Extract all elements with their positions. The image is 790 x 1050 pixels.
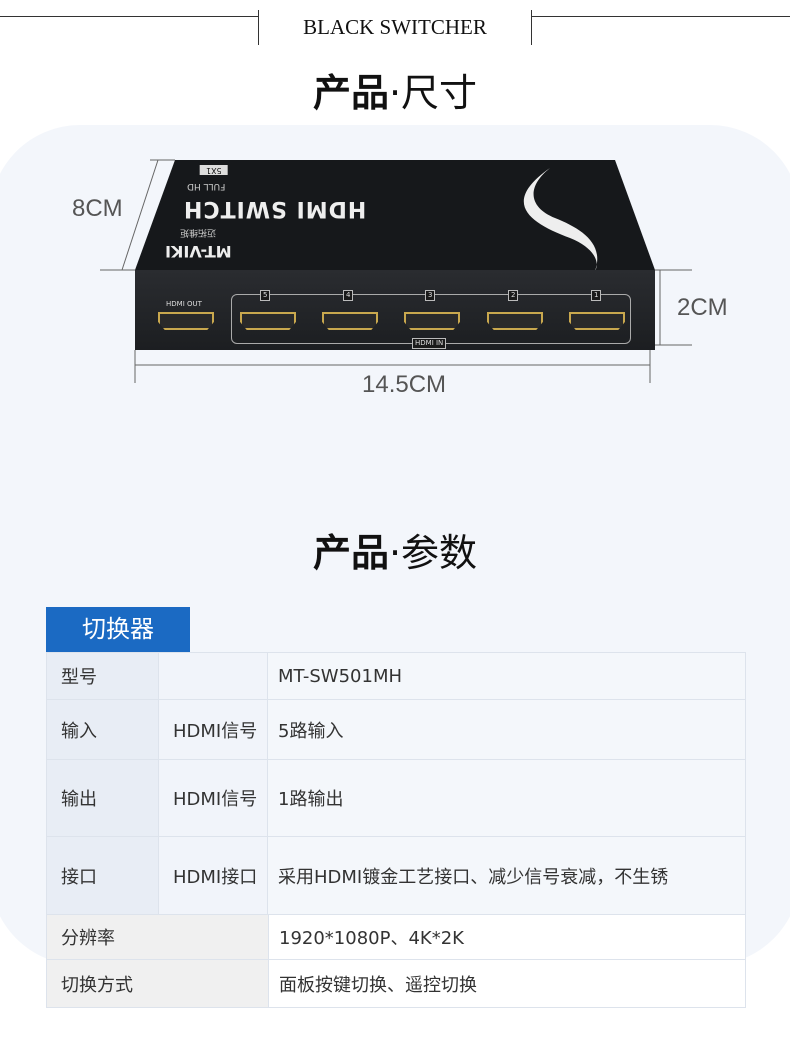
- hdmi-in-port: [569, 312, 625, 330]
- divider: [0, 16, 258, 17]
- table-row: 型号 MT-SW501MH: [47, 653, 745, 699]
- row-label: 输出: [47, 760, 158, 836]
- hdmi-in-port: [404, 312, 460, 330]
- hdmi-in-port: [240, 312, 296, 330]
- size-title: 产品·尺寸: [312, 71, 478, 115]
- hdmi-in-port: [487, 312, 543, 330]
- row-label: 输入: [47, 700, 158, 759]
- hdmi-in-label: HDMI IN: [412, 338, 447, 349]
- params-title: 产品·参数: [312, 531, 478, 575]
- device-top: [135, 160, 655, 270]
- hdmi-in-port: [322, 312, 378, 330]
- port-number: 4: [343, 290, 354, 301]
- port-number: 1: [591, 290, 602, 301]
- row-label: 分辨率: [47, 915, 268, 959]
- hdmi-out-port: [158, 312, 214, 330]
- port-number: 3: [425, 290, 436, 301]
- row-value: 5路输入: [267, 700, 745, 759]
- row-value: MT-SW501MH: [267, 653, 745, 699]
- row-sub: HDMI信号: [158, 760, 267, 836]
- port-number: 5: [260, 290, 271, 301]
- row-sub: [158, 653, 267, 699]
- swoosh-logo: [523, 168, 598, 271]
- device-front: [135, 270, 655, 350]
- row-sub: HDMI接口: [158, 837, 267, 914]
- row-sub: HDMI信号: [158, 700, 267, 759]
- row-value: 面板按键切换、遥控切换: [268, 960, 745, 1007]
- depth-dimension: 8CM: [72, 195, 123, 222]
- hdmi-out-label: HDMI OUT: [166, 300, 202, 308]
- width-dimension: 14.5CM: [362, 371, 447, 398]
- port-number: 2: [508, 290, 519, 301]
- header-badge: BLACK SWITCHER: [258, 10, 532, 45]
- height-dimension: 2CM: [677, 294, 728, 321]
- dimension-lines: [100, 159, 692, 383]
- row-value: 采用HDMI镀金工艺接口、减少信号衰减，不生锈: [267, 837, 745, 914]
- row-label: 切换方式: [47, 960, 268, 1007]
- row-label: 型号: [47, 653, 158, 699]
- table-row: 切换方式面板按键切换、遥控切换: [47, 959, 745, 1007]
- row-label: 接口: [47, 837, 158, 914]
- table-tab: 切换器: [46, 607, 190, 652]
- row-value: 1路输出: [267, 760, 745, 836]
- row-value: 1920*1080P、4K*2K: [268, 915, 745, 959]
- divider: [532, 16, 790, 17]
